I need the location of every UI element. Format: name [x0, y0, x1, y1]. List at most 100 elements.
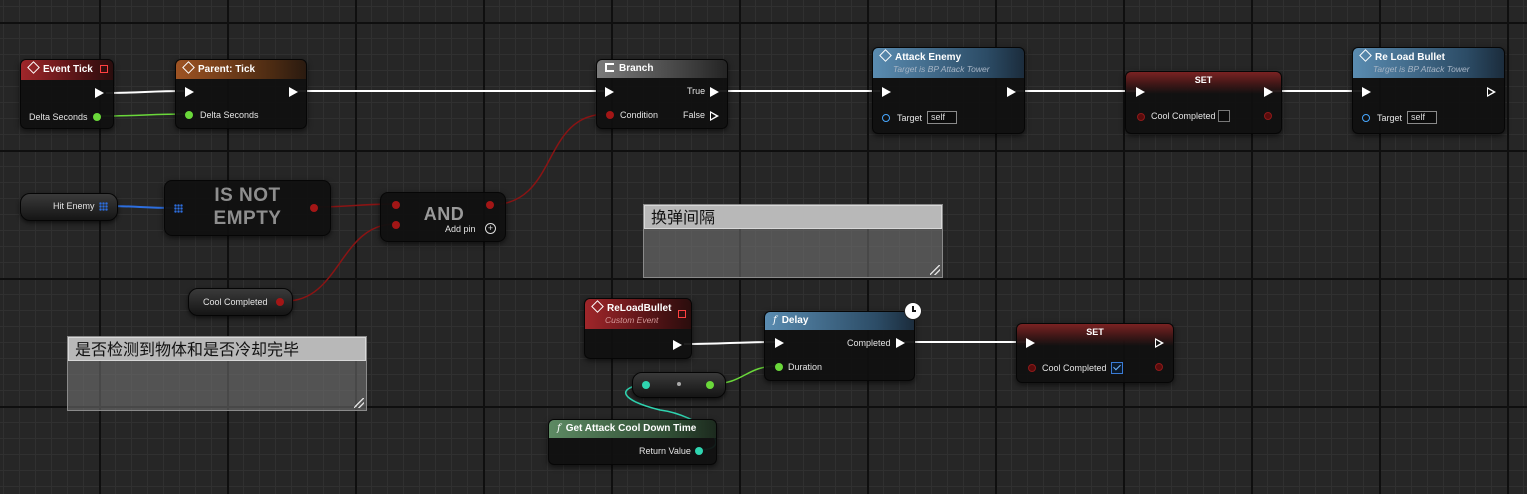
- reload-bullet-call-node[interactable]: Re Load Bullet Target is BP Attack Tower…: [1352, 47, 1505, 134]
- target-in-pin[interactable]: [882, 114, 890, 122]
- and-title: AND: [423, 204, 465, 224]
- and-node[interactable]: AND Add pin +: [380, 192, 506, 242]
- clock-icon: [904, 302, 922, 320]
- event-diamond-icon: [591, 300, 604, 313]
- and-in-pin-b[interactable]: [392, 221, 400, 229]
- and-in-pin-a[interactable]: [392, 201, 400, 209]
- cool-completed-variable-node[interactable]: Cool Completed: [188, 288, 293, 316]
- cool-completed-checkbox[interactable]: [1218, 110, 1230, 122]
- custom-event-header[interactable]: ReLoadBullet Custom Event: [585, 299, 691, 329]
- comment-box-reload-interval[interactable]: 换弹间隔: [643, 204, 943, 278]
- branch-node[interactable]: Branch True Condition False: [596, 59, 728, 129]
- convert-float-node[interactable]: [632, 372, 726, 398]
- cool-completed-out-pin[interactable]: [1155, 363, 1163, 371]
- completed-exec-out-pin[interactable]: [896, 338, 905, 348]
- exec-in-pin[interactable]: [605, 87, 614, 97]
- cool-completed-out-pin[interactable]: [1264, 112, 1272, 120]
- comment-title[interactable]: 是否检测到物体和是否冷却完毕: [68, 337, 366, 361]
- condition-label: Condition: [620, 110, 659, 120]
- is-not-empty-node[interactable]: IS NOT EMPTY: [164, 180, 331, 236]
- convert-out-pin[interactable]: [706, 381, 714, 389]
- array-grid-icon[interactable]: [99, 202, 108, 211]
- comment-box-detection-cooldown[interactable]: 是否检测到物体和是否冷却完毕: [67, 336, 367, 411]
- parent-tick-node[interactable]: Parent: Tick Delta Seconds: [175, 59, 307, 129]
- exec-in-pin[interactable]: [1026, 338, 1035, 348]
- attack-enemy-title: Attack Enemy: [879, 49, 1016, 63]
- comment-title[interactable]: 换弹间隔: [644, 205, 942, 229]
- set-header[interactable]: SET: [1126, 72, 1281, 94]
- exec-out-pin[interactable]: [673, 340, 682, 350]
- event-tick-header[interactable]: Event Tick: [21, 60, 113, 80]
- cool-completed-checkbox[interactable]: [1111, 362, 1123, 374]
- return-value-out-pin[interactable]: [695, 447, 703, 455]
- event-tick-node[interactable]: Event Tick Delta Seconds: [20, 59, 114, 129]
- delta-seconds-out-pin[interactable]: [93, 113, 101, 121]
- set-cool-completed-node-bottom[interactable]: SET Cool Completed: [1016, 323, 1174, 383]
- convert-in-pin[interactable]: [642, 381, 650, 389]
- bool-wire: [489, 113, 608, 206]
- exec-out-pin[interactable]: [1487, 87, 1496, 97]
- exec-in-pin[interactable]: [1136, 87, 1145, 97]
- cool-completed-label: Cool Completed: [1042, 363, 1107, 373]
- true-label: True: [687, 86, 706, 96]
- duration-in-pin[interactable]: [775, 363, 783, 371]
- reload-bullet-subtitle: Target is BP Attack Tower: [1373, 64, 1470, 74]
- set-title: SET: [1194, 75, 1213, 85]
- parent-tick-header[interactable]: Parent: Tick: [176, 60, 306, 79]
- branch-title: Branch: [619, 63, 654, 74]
- reload-bullet-custom-event-node[interactable]: ReLoadBullet Custom Event: [584, 298, 692, 359]
- target-label: Target: [897, 113, 923, 123]
- branch-header[interactable]: Branch: [597, 60, 727, 78]
- exec-wire: [683, 341, 777, 345]
- exec-in-pin[interactable]: [775, 338, 784, 348]
- bool-out-pin[interactable]: [310, 204, 318, 212]
- exec-out-pin[interactable]: [1007, 87, 1016, 97]
- false-exec-out-pin[interactable]: [710, 111, 719, 121]
- function-diamond-icon: [1359, 49, 1372, 62]
- exec-in-pin[interactable]: [882, 87, 891, 97]
- false-label: False: [683, 110, 706, 120]
- set-cool-completed-node-top[interactable]: SET Cool Completed: [1125, 71, 1282, 134]
- cool-completed-label: Cool Completed: [203, 297, 268, 307]
- add-pin-plus-icon[interactable]: +: [485, 223, 496, 234]
- exec-out-pin[interactable]: [1264, 87, 1273, 97]
- set-title: SET: [1086, 327, 1104, 337]
- and-out-pin[interactable]: [486, 201, 494, 209]
- delta-seconds-label: Delta Seconds: [200, 110, 259, 120]
- exec-out-pin[interactable]: [289, 87, 298, 97]
- add-pin-label[interactable]: Add pin: [445, 224, 476, 234]
- custom-event-title: ReLoadBullet: [591, 300, 683, 314]
- attack-enemy-header[interactable]: Attack Enemy Target is BP Attack Tower: [873, 48, 1024, 78]
- true-exec-out-pin[interactable]: [710, 87, 719, 97]
- exec-out-pin[interactable]: [95, 88, 104, 98]
- target-in-pin[interactable]: [1362, 114, 1370, 122]
- target-self-field[interactable]: self: [1407, 111, 1437, 124]
- set-header[interactable]: SET: [1017, 324, 1173, 346]
- delta-seconds-in-pin[interactable]: [185, 111, 193, 119]
- function-f-icon: f: [557, 423, 561, 434]
- array-in-pin[interactable]: [174, 204, 183, 213]
- target-self-field[interactable]: self: [927, 111, 957, 124]
- resize-handle-icon[interactable]: [930, 265, 940, 275]
- bool-out-pin[interactable]: [276, 298, 284, 306]
- hit-enemy-variable-node[interactable]: Hit Enemy: [20, 193, 118, 221]
- cool-completed-in-pin[interactable]: [1028, 364, 1036, 372]
- convert-dot-icon: [677, 382, 681, 386]
- exec-in-pin[interactable]: [1362, 87, 1371, 97]
- condition-in-pin[interactable]: [606, 111, 614, 119]
- cool-completed-in-pin[interactable]: [1137, 113, 1145, 121]
- reload-bullet-header[interactable]: Re Load Bullet Target is BP Attack Tower: [1353, 48, 1504, 78]
- resize-handle-icon[interactable]: [354, 398, 364, 408]
- delta-seconds-label: Delta Seconds: [29, 112, 88, 122]
- cool-completed-label: Cool Completed: [1151, 111, 1216, 121]
- exec-in-pin[interactable]: [185, 87, 194, 97]
- completed-label: Completed: [847, 338, 891, 348]
- exec-out-pin[interactable]: [1155, 338, 1164, 348]
- attack-enemy-node[interactable]: Attack Enemy Target is BP Attack Tower T…: [872, 47, 1025, 134]
